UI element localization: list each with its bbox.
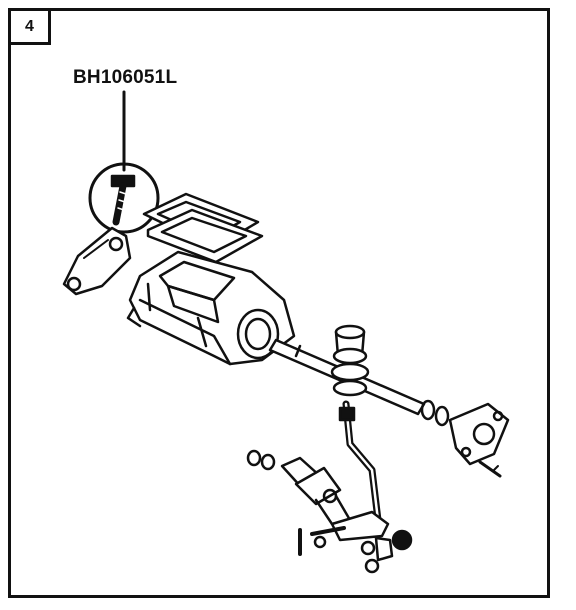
bolt-callout-circle [88, 162, 160, 234]
lower-lever-and-fasteners [298, 510, 413, 574]
step-number-box: 4 [11, 11, 51, 45]
mounting-bracket [62, 226, 132, 296]
linkage-rod [338, 400, 382, 524]
shaft-bushing-stack [330, 324, 370, 397]
step-number: 4 [25, 17, 34, 35]
bolt-icon [110, 174, 136, 226]
lower-shaft-assembly [246, 449, 352, 526]
part-number-label: BH106051L [73, 67, 178, 88]
end-flange-assembly [420, 399, 510, 478]
top-gasket [142, 192, 264, 264]
main-housing [126, 250, 296, 366]
